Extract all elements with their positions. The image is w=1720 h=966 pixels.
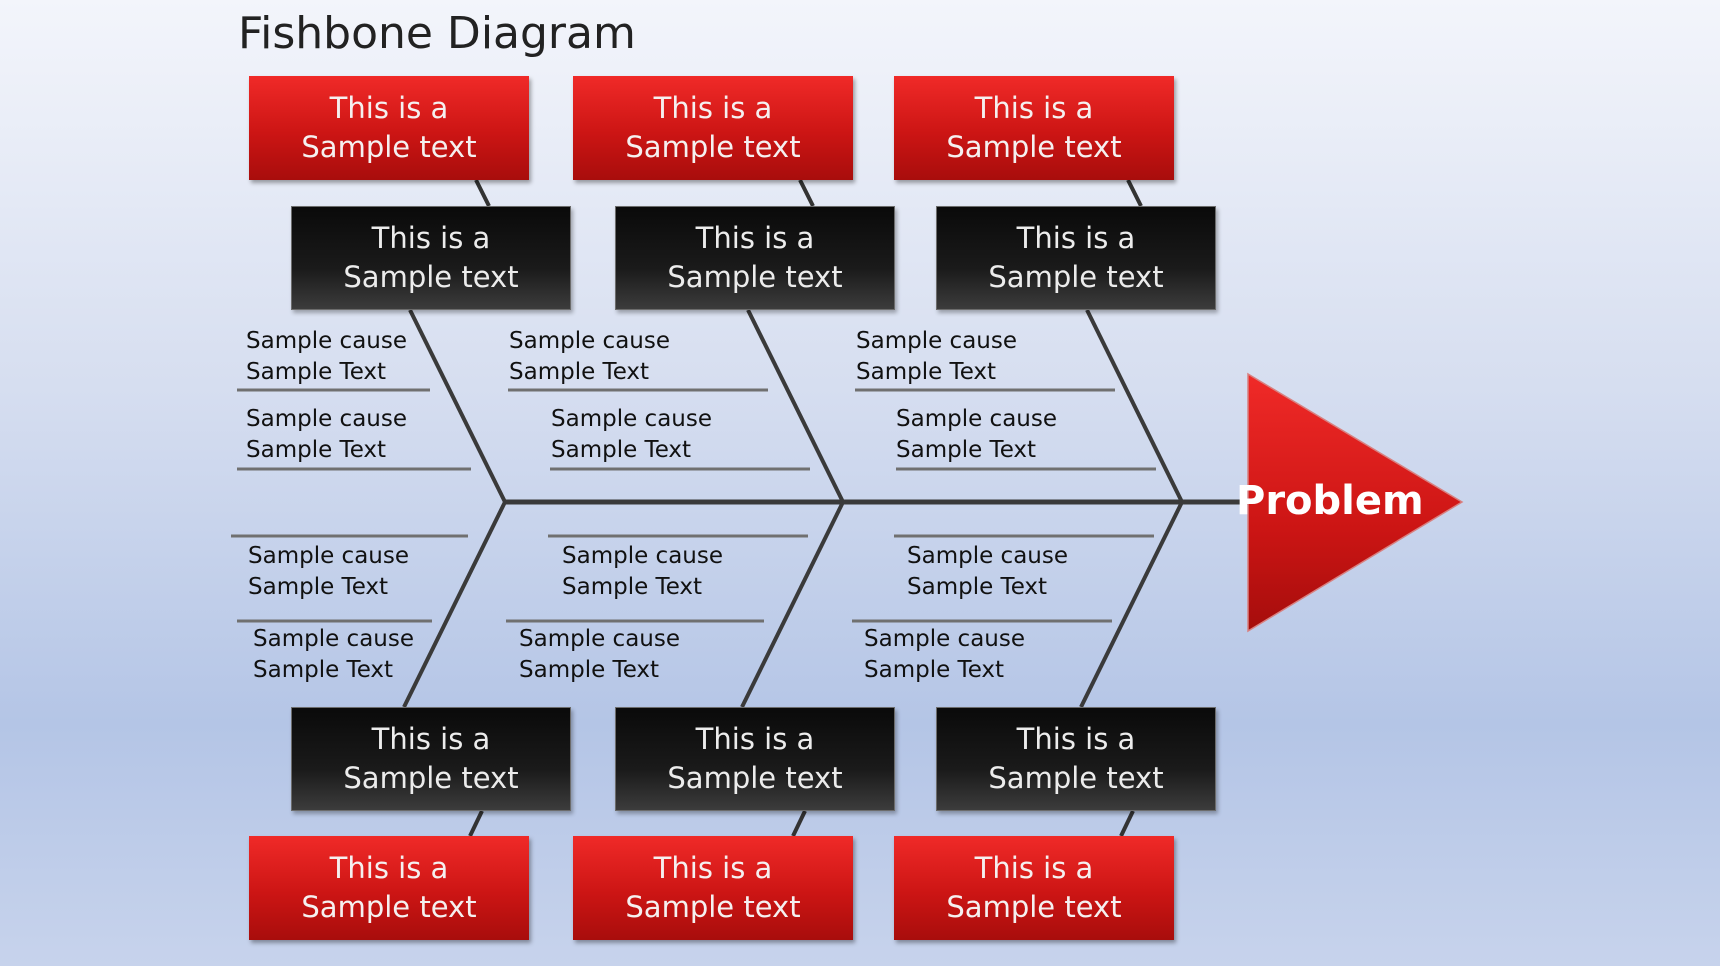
bone-bottom-3	[1079, 501, 1184, 708]
box-line: This is a	[974, 851, 1094, 885]
box-line: This is a	[974, 91, 1094, 125]
box-line: This is a	[653, 91, 773, 125]
bottom-subcategory-box-1: This is a Sample text	[291, 707, 571, 811]
connector-top-1	[474, 179, 491, 207]
bottom-category-box-3: This is a Sample text	[894, 836, 1174, 940]
connector-top-2	[798, 179, 815, 207]
box-line: Sample text	[625, 130, 801, 164]
box-line: This is a	[329, 851, 449, 885]
box-line: This is a	[371, 221, 491, 255]
connector-bottom-1	[468, 810, 484, 837]
box-line: Sample text	[946, 890, 1122, 924]
connector-bottom-2	[791, 810, 807, 837]
problem-label: Problem	[1236, 478, 1424, 524]
bottom-category-box-1: This is a Sample text	[249, 836, 529, 940]
bone-top-2	[746, 309, 845, 503]
top-subcategory-box-1: This is a Sample text	[291, 206, 571, 310]
top-category-box-2: This is a Sample text	[573, 76, 853, 180]
box-line: This is a	[371, 722, 491, 756]
problem-head-arrow	[1247, 372, 1464, 633]
top-subcategory-box-2: This is a Sample text	[615, 206, 895, 310]
box-line: Sample text	[343, 761, 519, 795]
box-line: Sample text	[946, 130, 1122, 164]
connector-top-3	[1126, 179, 1143, 207]
box-line: This is a	[329, 91, 449, 125]
box-line: Sample text	[301, 890, 477, 924]
box-line: This is a	[1016, 722, 1136, 756]
top-subcategory-box-3: This is a Sample text	[936, 206, 1216, 310]
box-line: This is a	[653, 851, 773, 885]
box-line: This is a	[695, 722, 815, 756]
bottom-subcategory-box-2: This is a Sample text	[615, 707, 895, 811]
page-title: Fishbone Diagram	[238, 8, 636, 59]
bone-bottom-1	[402, 501, 507, 708]
top-category-box-3: This is a Sample text	[894, 76, 1174, 180]
bone-bottom-2	[740, 501, 845, 708]
bone-top-3	[1085, 309, 1184, 503]
box-line: This is a	[1016, 221, 1136, 255]
box-line: Sample text	[667, 260, 843, 294]
box-line: This is a	[695, 221, 815, 255]
bone-top-1	[408, 309, 507, 503]
top-category-box-1: This is a Sample text	[249, 76, 529, 180]
box-line: Sample text	[667, 761, 843, 795]
box-line: Sample text	[343, 260, 519, 294]
bottom-category-box-2: This is a Sample text	[573, 836, 853, 940]
box-line: Sample text	[988, 761, 1164, 795]
box-line: Sample text	[988, 260, 1164, 294]
connector-bottom-3	[1119, 810, 1135, 837]
box-line: Sample text	[625, 890, 801, 924]
bottom-subcategory-box-3: This is a Sample text	[936, 707, 1216, 811]
box-line: Sample text	[301, 130, 477, 164]
